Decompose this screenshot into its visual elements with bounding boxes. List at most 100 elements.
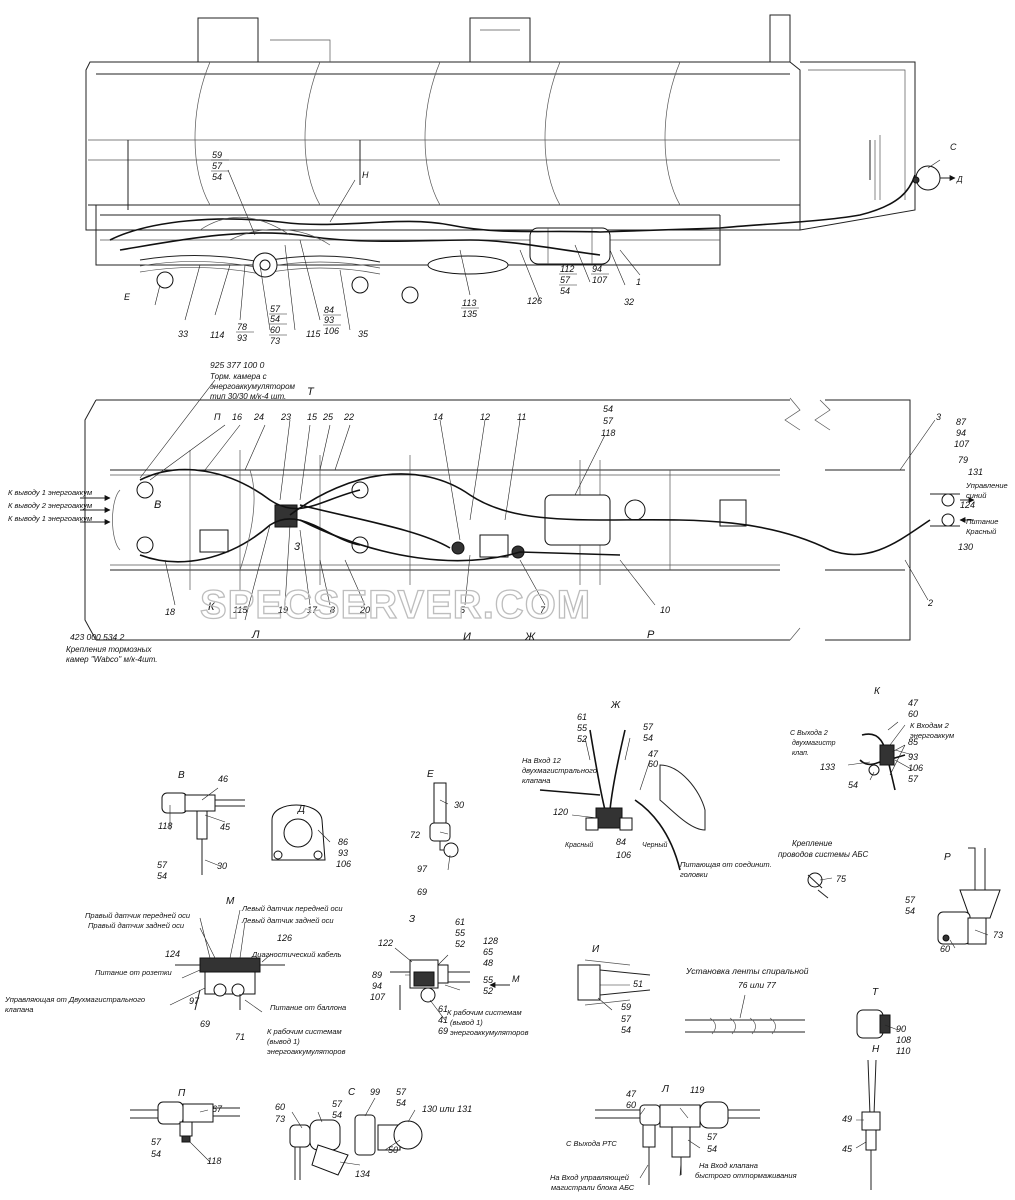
detail-p-callout: 57 (151, 1137, 162, 1147)
detail-m-label: клапана (5, 1005, 33, 1014)
callout-s-35: 35 (358, 329, 369, 339)
detail-k (847, 721, 914, 791)
detail-i-callout: 59 (621, 1002, 631, 1012)
callout-p-124: 124 (960, 500, 975, 510)
detail-m-callout: 126 (277, 933, 292, 943)
detail-m-label: К рабочим системам (267, 1027, 342, 1036)
detail-e (429, 782, 459, 871)
detail-abs-callout: 75 (836, 874, 847, 884)
callout-p-5: 5 (460, 605, 466, 615)
detail-p-callout: 118 (207, 1156, 221, 1166)
note-upr-2: синий (966, 491, 987, 500)
detail-l-label: На Вход клапана (699, 1161, 758, 1170)
detail-s-callout: 130 или 131 (422, 1104, 472, 1114)
callout-s-78: 78 (237, 322, 247, 332)
detail-zh-label: Черный (642, 841, 668, 849)
detail-k-callout: 106 (908, 763, 923, 773)
note-upr-1: Управление (965, 481, 1008, 490)
detail-k-label: клап. (792, 750, 809, 757)
callout-s-c: С (950, 142, 957, 152)
detail-z-callout: 55 (455, 928, 466, 938)
detail-z-callout: 41 (438, 1015, 448, 1025)
detail-h (855, 1059, 881, 1190)
callout-p-115: 115 (233, 605, 248, 615)
callout-p-r: Р (647, 629, 655, 641)
detail-h-callout: 49 (842, 1114, 852, 1124)
detail-z-callout: 128 (483, 936, 498, 946)
callout-p-b: В (154, 499, 161, 511)
detail-z-callout: 107 (370, 992, 386, 1002)
callout-s-33: 33 (178, 329, 188, 339)
detail-i (577, 959, 651, 1011)
detail-t-callout: 108 (896, 1035, 911, 1045)
callout-p-118: 118 (601, 428, 615, 438)
detail-e-callout: 97 (417, 864, 428, 874)
callout-p-130: 130 (958, 542, 973, 552)
detail-m-callout: 124 (165, 949, 180, 959)
detail-v-callout: 54 (157, 871, 167, 881)
detail-s-callout: 57 (332, 1099, 343, 1109)
detail-s-title: С (348, 1087, 356, 1098)
detail-abs-clamp (807, 872, 833, 899)
detail-z-label: М (512, 974, 520, 984)
detail-k-label: энергоаккум (910, 731, 954, 740)
callout-p-12: 12 (480, 412, 490, 422)
detail-z-callout: 61 (455, 917, 465, 927)
detail-abs-label: Крепление (792, 839, 833, 848)
callout-s-93a: 93 (237, 333, 247, 343)
note-pit-1: Питание (966, 517, 998, 526)
detail-z-label: (вывод 1) (450, 1018, 483, 1027)
detail-z-title: З (409, 914, 415, 925)
detail-t-callout: 110 (896, 1046, 910, 1056)
note-krep-1: Крепления тормозных (66, 645, 153, 654)
note-vyvod-1b: К выводу 1 энергоаккум (8, 514, 92, 523)
callout-p-l: Л (251, 629, 260, 641)
detail-s-callout: 57 (396, 1087, 407, 1097)
detail-z-label: К рабочим системам (447, 1008, 522, 1017)
callout-p-24: 24 (253, 412, 264, 422)
detail-p-callout: 54 (151, 1149, 161, 1159)
detail-zh-callout: 54 (643, 733, 653, 743)
plan-view (80, 379, 975, 641)
callout-p-p: П (214, 412, 221, 422)
callout-p-54: 54 (603, 404, 613, 414)
detail-z-callout: 48 (483, 958, 493, 968)
detail-m-label: Управляющая от Двухмагистрального (4, 995, 145, 1004)
detail-l-title: Л (661, 1084, 669, 1095)
callout-s-113: 113 (462, 298, 476, 308)
detail-z-callout: 65 (483, 947, 494, 957)
detail-k-callout: 93 (908, 752, 918, 762)
detail-spiral-label: 76 или 77 (738, 980, 776, 990)
side-view (85, 14, 956, 331)
detail-v-callout: 57 (157, 860, 168, 870)
detail-r-callout: 57 (905, 895, 916, 905)
detail-zh-callout: 61 (577, 712, 587, 722)
detail-v-callout: 46 (218, 774, 228, 784)
detail-z-callout: 69 (438, 1026, 448, 1036)
detail-zh-callout: 120 (553, 807, 568, 817)
detail-e-callout: 72 (410, 830, 420, 840)
detail-l-callout: 47 (626, 1089, 637, 1099)
detail-l-label: На Вход управляющей (550, 1173, 630, 1182)
callout-s-57c: 57 (560, 275, 571, 285)
detail-k-callout: 47 (908, 698, 919, 708)
note-pit-2: Красный (966, 527, 997, 536)
callout-s-94: 94 (592, 264, 602, 274)
detail-l-label: магистрали блока АБС (551, 1183, 635, 1192)
detail-k-title: К (874, 686, 881, 697)
detail-zh-callout: 60 (648, 759, 658, 769)
detail-r-title: Р (944, 852, 951, 863)
callout-p-7: 7 (540, 605, 546, 615)
callout-s-106: 106 (324, 326, 339, 336)
detail-d-callout: 93 (338, 848, 348, 858)
detail-l-label: быстрого оттормаживания (695, 1171, 797, 1180)
callout-s-93b: 93 (324, 315, 334, 325)
callout-s-114: 114 (210, 330, 224, 340)
detail-h-callout: 45 (842, 1144, 853, 1154)
detail-e-title: Е (427, 769, 434, 780)
callout-p-107: 107 (954, 439, 970, 449)
callout-s-54a: 54 (212, 172, 222, 182)
detail-z-callout: 94 (372, 981, 382, 991)
detail-d (271, 804, 331, 861)
callout-s-57b: 57 (270, 304, 281, 314)
